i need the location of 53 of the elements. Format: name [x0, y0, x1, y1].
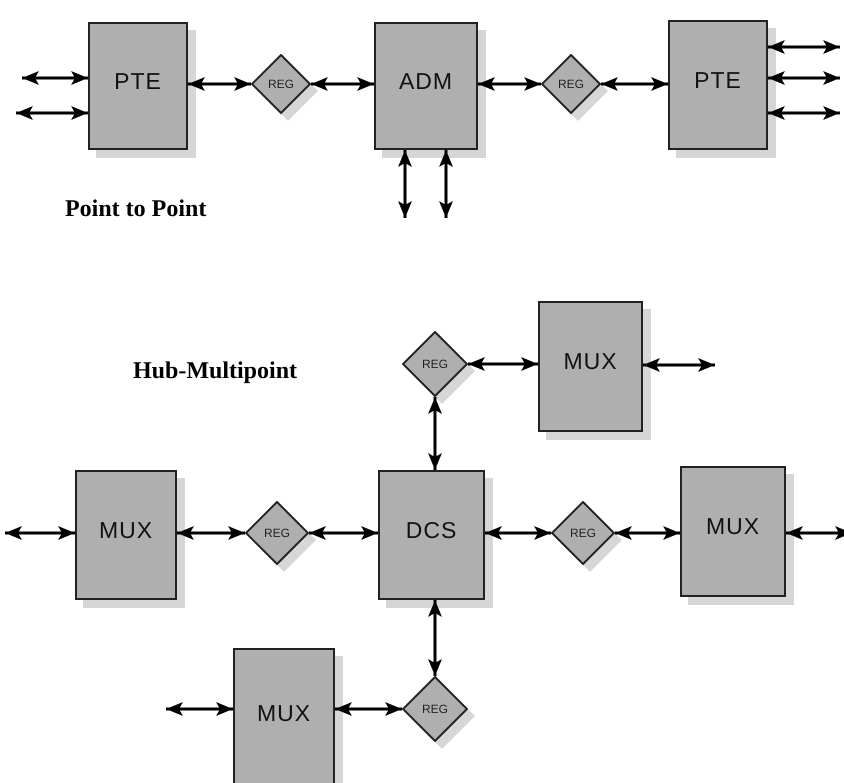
equipment-box — [75, 470, 177, 600]
double-arrow — [768, 40, 840, 54]
double-arrow — [478, 77, 541, 91]
node-label: REG — [570, 526, 596, 540]
double-arrow — [485, 526, 551, 540]
double-arrow — [615, 526, 680, 540]
double-arrow — [177, 526, 245, 540]
equipment-box — [233, 648, 335, 783]
equipment-box — [378, 470, 485, 600]
double-arrow — [468, 357, 538, 371]
regenerator-diamond — [251, 54, 311, 114]
double-arrow — [166, 702, 233, 716]
node-label: MUX — [706, 513, 760, 540]
node-label: REG — [268, 77, 294, 91]
double-arrow — [768, 71, 840, 85]
double-arrow — [188, 77, 251, 91]
section-heading: Point to Point — [65, 196, 206, 223]
node-label: REG — [422, 702, 448, 716]
regenerator-diamond — [402, 331, 468, 397]
node-label: REG — [264, 526, 290, 540]
regenerator-diamond — [402, 676, 468, 742]
section-heading: Hub-Multipoint — [133, 358, 298, 385]
node-label: ADM — [398, 68, 454, 94]
double-arrow — [428, 397, 442, 470]
regenerator-diamond — [551, 501, 615, 565]
double-arrow — [16, 106, 88, 120]
equipment-box — [538, 301, 643, 432]
regenerator-diamond — [245, 501, 309, 565]
node-label: REG — [558, 77, 584, 91]
node-label: DCS — [406, 516, 458, 544]
double-arrow — [311, 77, 374, 91]
double-arrow — [22, 71, 88, 85]
double-arrow — [768, 106, 840, 120]
double-arrow — [309, 526, 378, 540]
double-arrow — [5, 526, 75, 540]
equipment-box — [680, 466, 786, 597]
double-arrow — [335, 702, 402, 716]
regenerator-diamond — [541, 54, 601, 114]
equipment-box — [88, 22, 188, 150]
node-label: PTE — [114, 68, 162, 94]
double-arrow — [786, 526, 844, 540]
double-arrow — [643, 358, 715, 372]
node-label: PTE — [694, 66, 742, 94]
equipment-box — [668, 20, 768, 150]
node-label: MUX — [256, 700, 312, 726]
node-label: REG — [422, 357, 448, 371]
double-arrow — [439, 150, 453, 218]
node-label: MUX — [563, 348, 618, 375]
double-arrow — [428, 600, 442, 676]
double-arrow — [601, 77, 668, 91]
equipment-box — [374, 22, 478, 150]
double-arrow — [398, 150, 412, 218]
node-label: MUX — [98, 516, 154, 544]
